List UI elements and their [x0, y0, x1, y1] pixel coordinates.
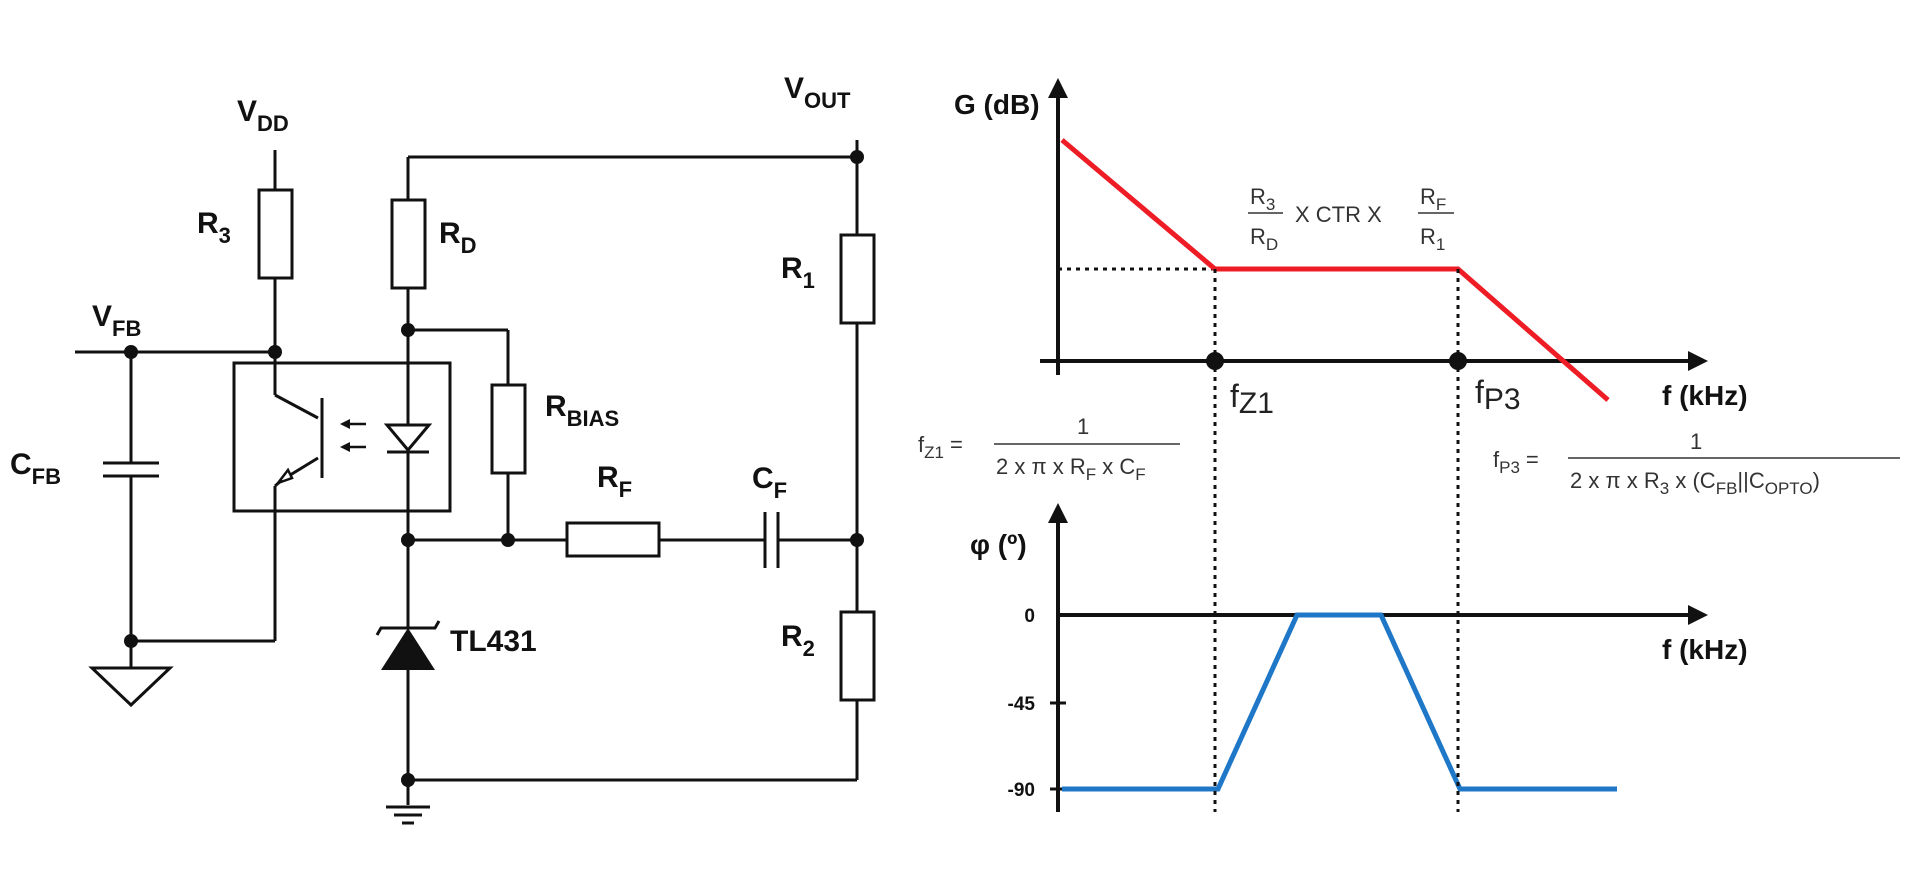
midband-gain-expression: R3 RD X CTR X RF R1: [1248, 184, 1454, 254]
rf-label: RF: [597, 461, 632, 502]
rbias-label: RBIAS: [545, 390, 619, 431]
phase-y-label: φ (º): [970, 529, 1027, 560]
fz1-formula: fZ1= 1 2 x π x RF x CF: [918, 414, 1180, 484]
r1-label: R1: [781, 252, 815, 293]
svg-text:1: 1: [1077, 414, 1089, 439]
svg-text:fZ1=: fZ1=: [918, 432, 963, 462]
cf-label: CF: [752, 462, 787, 503]
svg-text:fP3=: fP3=: [1493, 447, 1539, 477]
led-diode: [383, 423, 433, 453]
phase-tick-45: -45: [1008, 694, 1036, 715]
svg-text:1: 1: [1690, 429, 1702, 454]
fp3-label: fP3: [1475, 374, 1521, 416]
resistor-rf: [565, 521, 661, 558]
fp3-formula: fP3= 1 2 x π x R3 x (CFB||COPTO): [1493, 429, 1900, 498]
light-arrows-icon: [340, 419, 366, 452]
tl431-shunt-regulator: [381, 628, 435, 670]
ground-symbol: [88, 666, 174, 708]
gain-curve: [1060, 138, 1610, 402]
gain-x-label: f (kHz): [1662, 380, 1748, 411]
resistor-r2: [839, 610, 876, 702]
tl431-label: TL431: [450, 625, 537, 658]
r2-label: R2: [781, 620, 815, 661]
phase-x-label: f (kHz): [1662, 634, 1748, 665]
resistor-rbias: [490, 383, 527, 475]
phase-curve: [1062, 612, 1617, 792]
svg-text:2 x π x RF x CF: 2 x π x RF x CF: [996, 454, 1146, 484]
earth-ground-icon: [386, 805, 430, 825]
phase-plot: 0 -45 -90 φ (º) f (kHz): [970, 503, 1748, 812]
svg-text:RD: RD: [1250, 224, 1278, 254]
phase-tick-0: 0: [1024, 606, 1035, 627]
svg-text:R3: R3: [1250, 184, 1275, 214]
gain-y-label: G (dB): [954, 89, 1040, 120]
svg-text:R1: R1: [1420, 224, 1445, 254]
resistor-rd: [390, 198, 427, 290]
phase-tick-90: -90: [1008, 780, 1035, 801]
circuit-schematic: VDD VOUT VFB R3 RD R1 R2 RBIAS RF CF CFB…: [10, 72, 876, 825]
r3-label: R3: [197, 207, 231, 248]
vfb-label: VFB: [92, 300, 141, 341]
svg-text:RF: RF: [1420, 184, 1446, 214]
fz1-label: fZ1: [1230, 378, 1274, 420]
rd-label: RD: [439, 217, 477, 258]
resistor-r3: [257, 188, 294, 280]
svg-text:2 x π x R3 x (CFB||COPTO): 2 x π x R3 x (CFB||COPTO): [1570, 468, 1820, 498]
svg-text:X CTR X: X CTR X: [1295, 202, 1382, 227]
vout-label: VOUT: [784, 72, 851, 113]
vdd-label: VDD: [237, 95, 289, 136]
cfb-label: CFB: [10, 448, 61, 489]
resistor-r1: [839, 233, 876, 325]
gain-plot: G (dB) f (kHz) fZ1 fP3 R3 RD X CTR X RF …: [954, 78, 1748, 420]
